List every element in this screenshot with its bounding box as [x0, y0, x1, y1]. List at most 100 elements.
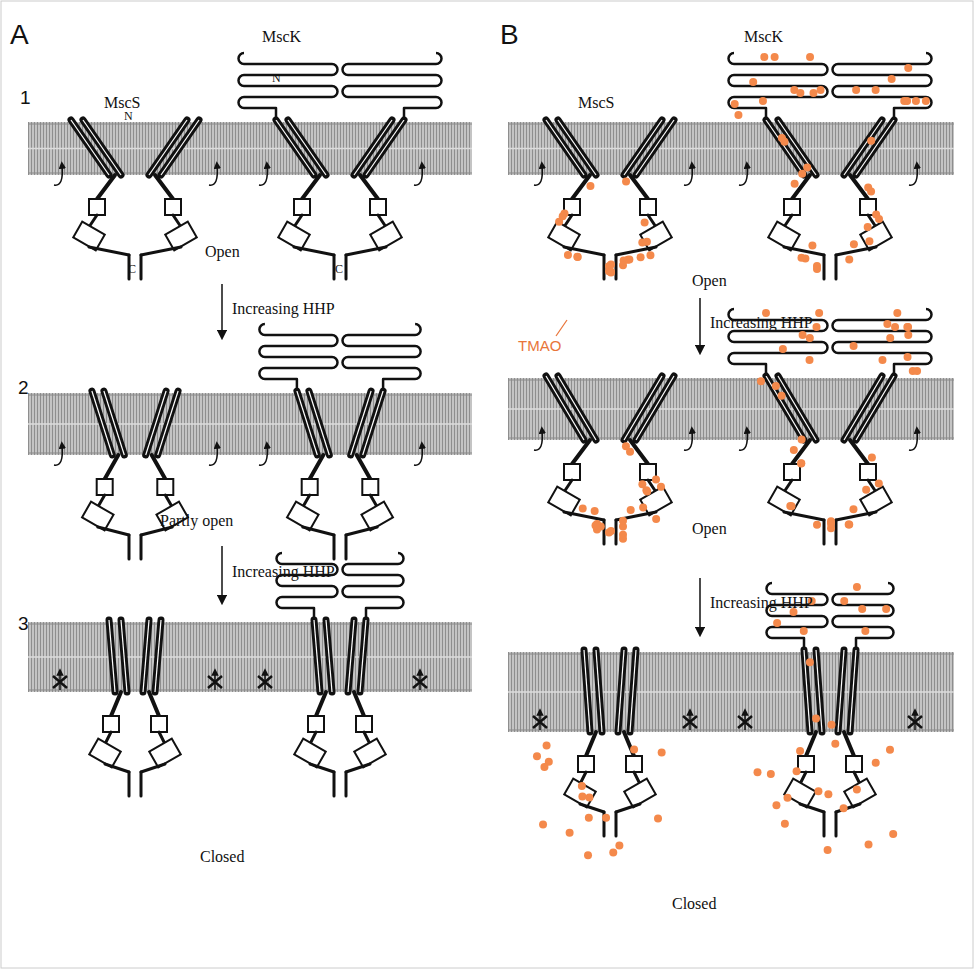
- head-groups: [508, 654, 954, 655]
- tmao-dot: [652, 515, 660, 523]
- tm-helix: [856, 376, 894, 440]
- tmao-dot: [619, 261, 627, 269]
- tm-helix: [838, 650, 844, 732]
- tension-arrow: [259, 445, 267, 465]
- tmao-dot: [861, 627, 869, 635]
- tmao-dot: [815, 309, 823, 317]
- linker: [310, 455, 324, 479]
- step-arrow: [221, 546, 223, 600]
- tmao-dot: [539, 821, 547, 829]
- tmao-dot: [619, 535, 627, 543]
- tmao-dot: [559, 212, 567, 220]
- tmao-dot: [798, 435, 806, 443]
- c-tail: [140, 535, 143, 559]
- tmao-dot: [868, 454, 876, 462]
- tmao-dot: [889, 830, 897, 838]
- helix-highlight: [618, 650, 624, 732]
- tmao-dot: [886, 334, 894, 342]
- tmao-dot: [814, 787, 822, 795]
- process-label: Increasing HHP: [232, 300, 335, 318]
- linker: [97, 175, 115, 199]
- tmao-dot: [828, 721, 836, 729]
- tension-arrow: [534, 430, 542, 450]
- c-tail: [128, 535, 131, 559]
- c-tail: [836, 804, 860, 812]
- channel-name: MscS: [104, 94, 140, 112]
- middle-domain: [165, 199, 181, 215]
- tmao-dot: [893, 309, 901, 317]
- tmao-dot: [797, 459, 805, 467]
- tmao-dot: [754, 768, 762, 776]
- state-label: Closed: [200, 848, 244, 866]
- tmao-dot: [883, 320, 891, 328]
- middle-domain: [89, 199, 105, 215]
- c-tail: [836, 247, 876, 255]
- middle-domain: [362, 479, 378, 495]
- tmao-dot: [891, 323, 899, 331]
- tmao-dot: [875, 215, 883, 223]
- linker: [806, 732, 816, 756]
- tension-arrow: [209, 445, 217, 465]
- tmao-dot: [845, 520, 853, 528]
- helix-highlight: [856, 120, 894, 175]
- helix-highlight: [584, 650, 590, 732]
- tmao-dot: [533, 752, 541, 760]
- middle-domain: [302, 479, 318, 495]
- tm-helix: [155, 620, 161, 692]
- helix-highlight: [766, 376, 804, 440]
- tmao-dot: [900, 97, 908, 105]
- blocked-mark: [53, 676, 67, 688]
- helix-highlight: [121, 620, 127, 692]
- helix-highlight: [161, 120, 199, 175]
- tm-helix: [546, 376, 584, 440]
- tmao-dot: [578, 782, 586, 790]
- step-arrow: [221, 284, 223, 335]
- helix-highlight: [297, 391, 317, 455]
- tmao-dot: [813, 265, 821, 273]
- blocked-mark: [413, 676, 427, 688]
- tension-arrow: [909, 430, 917, 450]
- tmao-dot: [602, 814, 610, 822]
- n-terminal-loops: [833, 53, 932, 120]
- c-tail: [615, 812, 618, 836]
- helix-highlight: [92, 391, 112, 455]
- tmao-dot: [607, 269, 615, 277]
- tmao-dot: [798, 170, 806, 178]
- terminus-label: C: [128, 263, 136, 276]
- helix-highlight: [71, 120, 109, 175]
- step-arrow: [699, 298, 701, 350]
- c-tail: [98, 527, 129, 535]
- helix-highlight: [766, 120, 804, 175]
- middle-domain: [103, 716, 119, 732]
- helix-highlight: [630, 650, 636, 732]
- channel-name: MscK: [744, 28, 783, 46]
- tmao-dot: [619, 517, 627, 525]
- tmao-dot: [607, 261, 615, 269]
- channel-name: MscS: [578, 94, 614, 112]
- n-terminal-loops: [343, 324, 421, 391]
- tmao-dot: [812, 714, 820, 722]
- terminus-label: N: [272, 72, 281, 85]
- tmao-dot: [808, 242, 816, 250]
- linker: [149, 692, 159, 716]
- state-label: Open: [205, 243, 240, 261]
- blocked-mark: [533, 716, 547, 728]
- c-tail: [333, 772, 336, 796]
- c-tail: [345, 535, 348, 559]
- tm-helix: [109, 620, 115, 692]
- state-number: 2: [18, 378, 29, 399]
- tmao-dot: [573, 253, 581, 261]
- tmao-dot: [797, 254, 805, 262]
- middle-domain: [157, 479, 173, 495]
- tmao-dot: [543, 741, 551, 749]
- tmao-dot: [793, 767, 801, 775]
- process-label: Increasing HHP: [710, 594, 813, 612]
- tension-arrow: [259, 165, 267, 185]
- tmao-dot: [759, 97, 767, 105]
- tmao-dot: [858, 605, 866, 613]
- head-groups: [508, 730, 954, 731]
- tmao-dot: [578, 793, 586, 801]
- tmao-dot: [796, 89, 804, 97]
- tm-helix: [630, 650, 636, 732]
